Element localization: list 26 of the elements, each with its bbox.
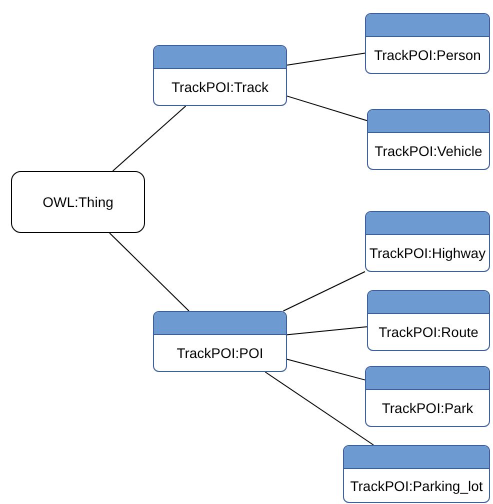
connector-line xyxy=(286,358,366,380)
class-name: TrackPOI:POI xyxy=(176,344,264,363)
class-name: OWL:Thing xyxy=(42,193,114,212)
class-box xyxy=(153,311,287,372)
class-name: TrackPOI:Park xyxy=(380,399,474,418)
class-name: TrackPOI:Person xyxy=(373,46,482,65)
connector-line xyxy=(112,106,186,172)
connector-line xyxy=(286,96,368,122)
class-box xyxy=(365,366,490,427)
connector-line xyxy=(264,372,374,446)
class-box xyxy=(365,13,490,74)
class-name: TrackPOI:Track xyxy=(170,78,270,97)
class-box xyxy=(367,109,490,170)
connector-line xyxy=(109,232,190,312)
class-box xyxy=(365,211,490,272)
connector-line xyxy=(286,52,366,66)
class-box xyxy=(343,445,490,503)
connector-line xyxy=(282,271,366,312)
class-box xyxy=(367,290,490,351)
class-name: TrackPOI:Route xyxy=(378,323,480,342)
class-name: TrackPOI:Parking_lot xyxy=(349,476,484,496)
class-box xyxy=(153,45,287,106)
root-class-box xyxy=(11,171,145,233)
connector-line xyxy=(286,326,368,336)
class-name: TrackPOI:Vehicle xyxy=(374,142,484,161)
class-name: TrackPOI:Highway xyxy=(368,244,487,263)
